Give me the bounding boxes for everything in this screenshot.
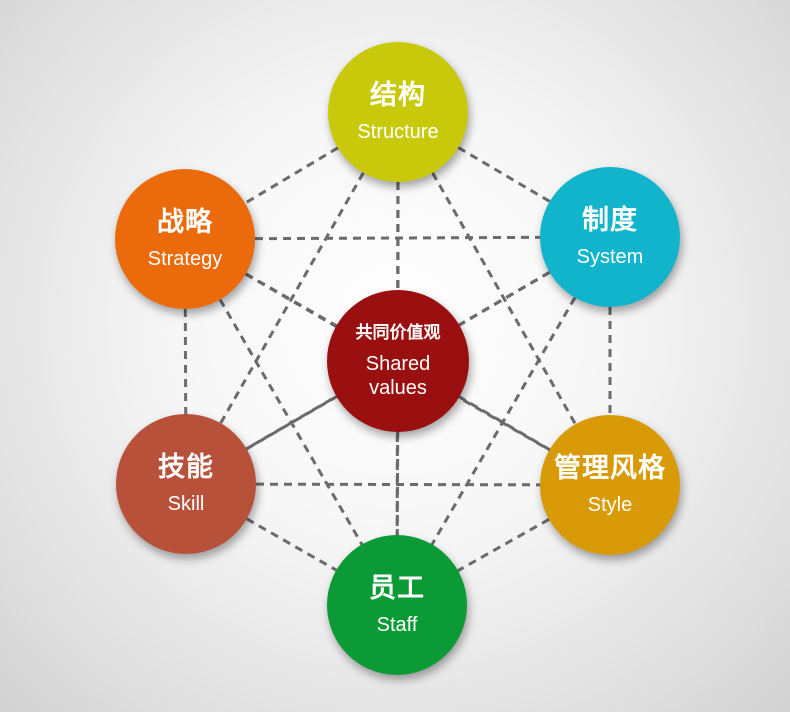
node-strategy-en: Strategy — [147, 248, 223, 270]
node-style-zh: 管理风格 — [554, 453, 666, 484]
node-shared-values-en: Shared values — [365, 353, 431, 399]
node-structure-en: Structure — [357, 121, 439, 143]
node-staff-en: Staff — [376, 614, 418, 636]
node-structure: 结构 Structure — [328, 42, 468, 182]
node-style-en: Style — [587, 494, 633, 516]
node-shared-values-zh: 共同价值观 — [355, 323, 441, 343]
node-skill: 技能 Skill — [116, 414, 256, 554]
node-style: 管理风格 Style — [540, 415, 680, 555]
connector-system-staff — [395, 236, 612, 606]
connector-structure-skill — [184, 111, 400, 485]
node-system-en: System — [576, 246, 644, 268]
node-staff-zh: 员工 — [369, 573, 425, 604]
node-structure-zh: 结构 — [370, 80, 426, 111]
node-system: 制度 System — [540, 167, 680, 307]
node-shared-values: 共同价值观 Shared values — [327, 290, 469, 432]
connector-strategy-system — [184, 235, 611, 241]
node-strategy: 战略 Strategy — [115, 169, 255, 309]
node-skill-zh: 技能 — [158, 452, 214, 483]
connector-skill-style — [185, 482, 611, 487]
node-strategy-zh: 战略 — [157, 207, 213, 238]
connector-structure-style — [396, 111, 612, 486]
node-system-zh: 制度 — [582, 205, 638, 236]
node-staff: 员工 Staff — [327, 535, 467, 675]
node-skill-en: Skill — [167, 493, 205, 515]
